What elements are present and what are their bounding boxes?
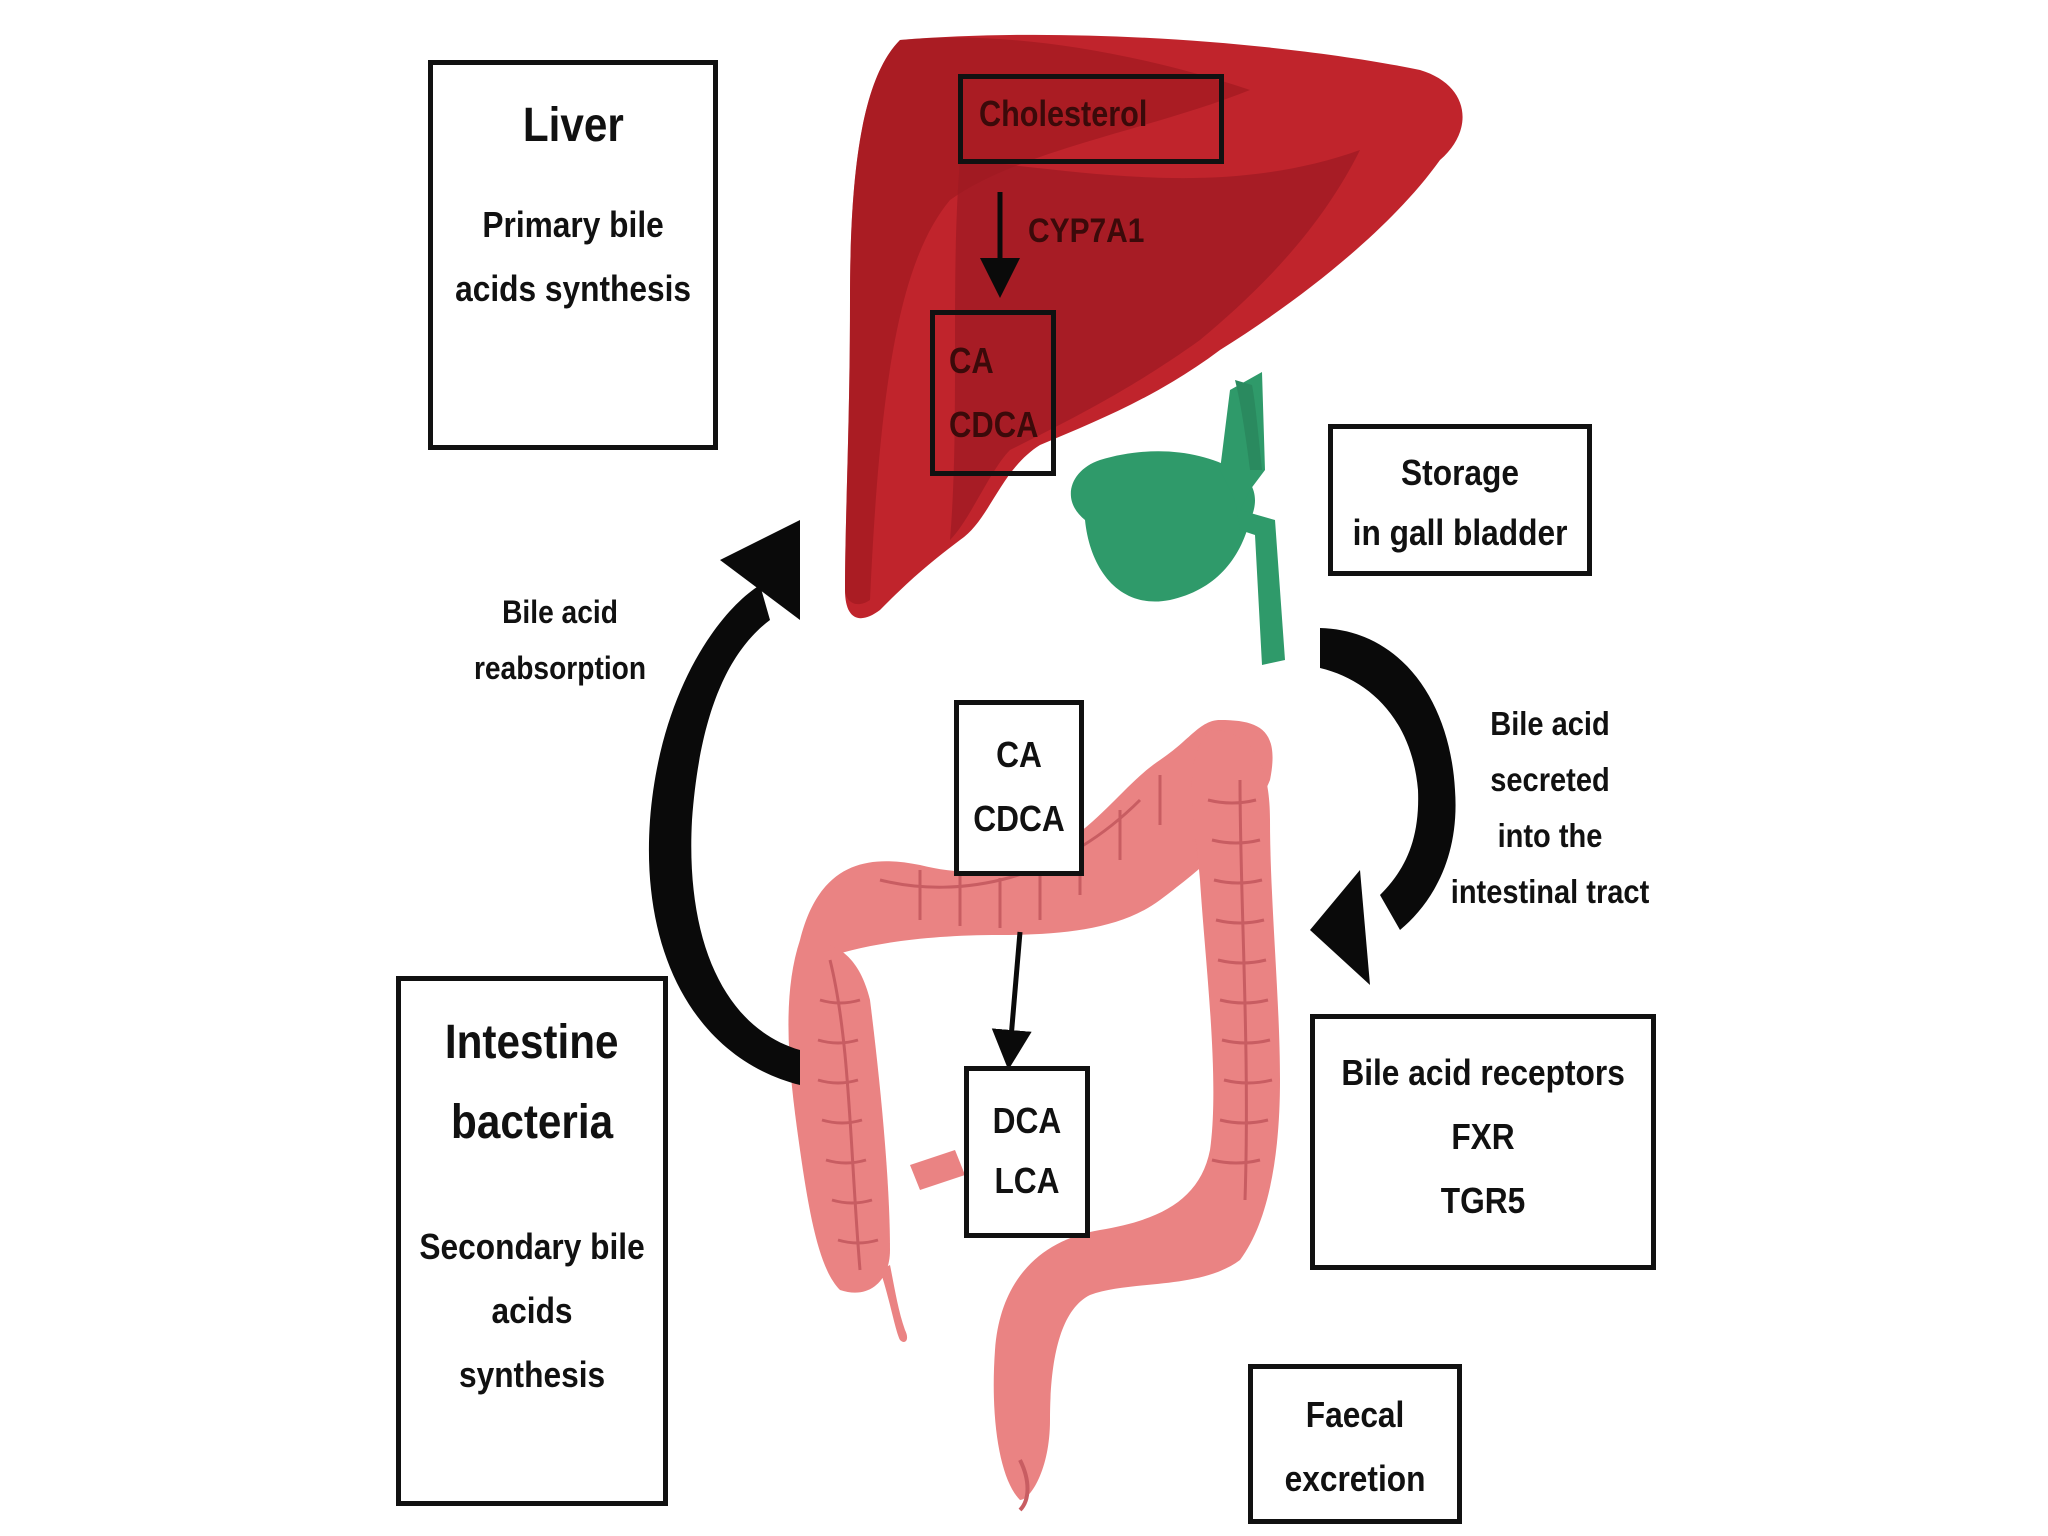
- bile-duct-upper: [1235, 380, 1262, 470]
- transverse-colon: [800, 720, 1273, 960]
- reabsorption-line-2: reabsorption: [473, 650, 647, 686]
- liver-title: Liver: [522, 99, 624, 152]
- faecal-box: Faecal excretion: [1248, 1364, 1462, 1524]
- intestine-primary-box: CA CDCA: [954, 700, 1084, 876]
- receptors-box: Bile acid receptors FXR TGR5: [1310, 1014, 1656, 1270]
- cyp7a1-label: CYP7A1: [1028, 212, 1145, 250]
- intestine-primary-cdca: CDCA: [973, 798, 1065, 839]
- liver-shadow: [845, 37, 1250, 605]
- descending-colon: [993, 730, 1280, 1500]
- secretion-line-2: secreted: [1490, 761, 1610, 798]
- cholesterol-label: Cholesterol: [979, 93, 1148, 134]
- receptors-line-1: Bile acid receptors: [1341, 1052, 1625, 1093]
- secretion-arrow: [1310, 628, 1456, 985]
- intestine-title-2: bacteria: [450, 1096, 614, 1149]
- secretion-line-3: into the: [1497, 817, 1603, 854]
- secretion-label: Bile acid secreted into the intestinal t…: [1444, 696, 1655, 920]
- bile-duct: [1220, 372, 1285, 665]
- ileum-stub: [910, 1150, 965, 1190]
- liver-line-2: acids synthesis: [455, 268, 691, 309]
- reabsorption-arrowhead: [720, 520, 800, 620]
- conversion-arrow: [991, 931, 1032, 1070]
- intestine-primary-ca: CA: [996, 734, 1042, 775]
- secretion-line-4: intestinal tract: [1450, 873, 1650, 910]
- secretion-line-1: Bile acid: [1490, 705, 1610, 742]
- liver-box: Liver Primary bile acids synthesis: [428, 60, 718, 450]
- intestine-line-3: synthesis: [458, 1354, 606, 1395]
- gallbladder-line-2: in gall bladder: [1352, 512, 1568, 553]
- secretion-arrowhead: [1310, 870, 1370, 985]
- intestine-line-1: Secondary bile: [419, 1226, 645, 1267]
- receptors-line-3: TGR5: [1440, 1180, 1526, 1221]
- appendix: [880, 1265, 908, 1342]
- cholesterol-box: Cholesterol: [958, 74, 1224, 164]
- rectum-outline: [1018, 1459, 1030, 1512]
- ascending-colon: [788, 940, 890, 1293]
- liver-lower-shadow: [950, 150, 1360, 540]
- liver-product-ca: CA: [949, 340, 994, 381]
- liver-product-cdca: CDCA: [949, 404, 1039, 445]
- liver-line-1: Primary bile: [482, 204, 664, 245]
- reabsorption-arrow: [648, 520, 800, 1085]
- intestine-title-1: Intestine: [445, 1016, 619, 1069]
- gall-bladder-illustration: [1070, 372, 1285, 665]
- intestine-illustration: [788, 720, 1280, 1512]
- faecal-line-2: excretion: [1284, 1458, 1426, 1499]
- gall-bladder: [1070, 451, 1255, 602]
- reabsorption-label: Bile acid reabsorption: [454, 584, 665, 696]
- liver-products-box: CA CDCA: [930, 310, 1056, 476]
- gallbladder-line-1: Storage: [1401, 452, 1519, 493]
- intestine-secondary-dca: DCA: [992, 1100, 1062, 1141]
- reabsorption-line-1: Bile acid: [502, 594, 618, 630]
- intestine-secondary-box: DCA LCA: [964, 1066, 1090, 1238]
- intestine-line-2: acids: [491, 1290, 573, 1331]
- faecal-line-1: Faecal: [1305, 1394, 1405, 1435]
- intestine-secondary-lca: LCA: [994, 1160, 1060, 1201]
- colon-haustra: [817, 775, 1273, 1271]
- secretion-arrow-body: [1320, 628, 1456, 930]
- intestine-box: Intestine bacteria Secondary bile acids …: [396, 976, 668, 1506]
- reabsorption-arrow-body: [648, 585, 800, 1085]
- receptors-line-2: FXR: [1451, 1116, 1515, 1157]
- gallbladder-box: Storage in gall bladder: [1328, 424, 1592, 576]
